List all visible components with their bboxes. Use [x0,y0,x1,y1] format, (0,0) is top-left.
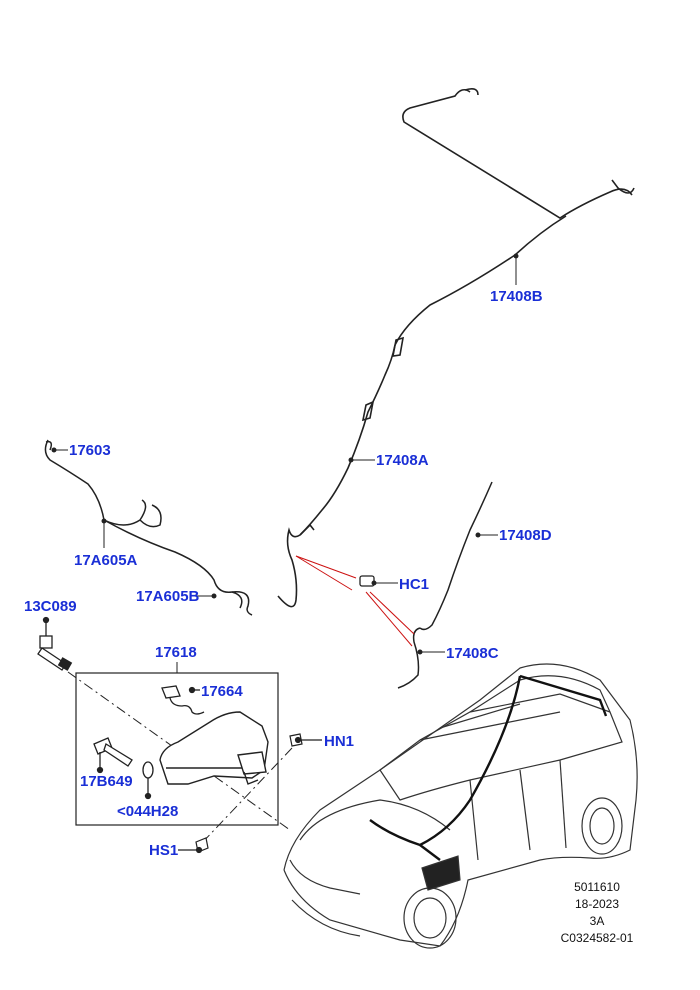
callout-HN1[interactable]: HN1 [324,733,355,750]
connector-hc1[interactable] [359,575,398,587]
callout-17664[interactable]: 17664 [201,683,243,700]
reference-number: 5011610 [574,880,620,894]
hc1-leaders [295,555,415,647]
grommet-044H28[interactable] [142,761,154,800]
callout-17603[interactable]: 17603 [69,442,111,459]
washer-reservoir[interactable] [159,711,269,785]
callout-17408C[interactable]: 17408C [446,645,499,662]
headlamp-washer-hose[interactable] [44,439,253,616]
filler-centerline [67,671,291,831]
fixing-centerline [199,747,293,846]
callout-13C089[interactable]: 13C089 [24,598,77,615]
callout-17408B[interactable]: 17408B [490,288,543,305]
callout-17408A[interactable]: 17408A [376,452,429,469]
callout-17408D[interactable]: 17408D [499,527,552,544]
callout-17A605A[interactable]: 17A605A [74,552,138,569]
callout-044H28[interactable]: <044H28 [117,803,179,820]
rear-washer-hose[interactable] [397,481,493,689]
washer-pump-17664[interactable] [161,685,205,715]
nut-hn1[interactable] [289,733,322,747]
reference-illustration-code: C0324582-01 [560,931,634,945]
roof-washer-hose[interactable] [277,88,635,608]
callout-HS1[interactable]: HS1 [149,842,179,859]
screw-hs1[interactable] [178,837,209,854]
reference-issue: 3A [589,914,605,928]
reference-date: 18-2023 [574,897,620,911]
fluid-level-sensor-17B649[interactable] [93,737,133,774]
callout-HC1[interactable]: HC1 [399,576,430,593]
callout-17A605B[interactable]: 17A605B [136,588,200,605]
vehicle-illustration [283,663,638,949]
callout-17618[interactable]: 17618 [155,644,197,661]
filler-neck[interactable] [37,616,73,671]
callout-17B649[interactable]: 17B649 [80,773,133,790]
